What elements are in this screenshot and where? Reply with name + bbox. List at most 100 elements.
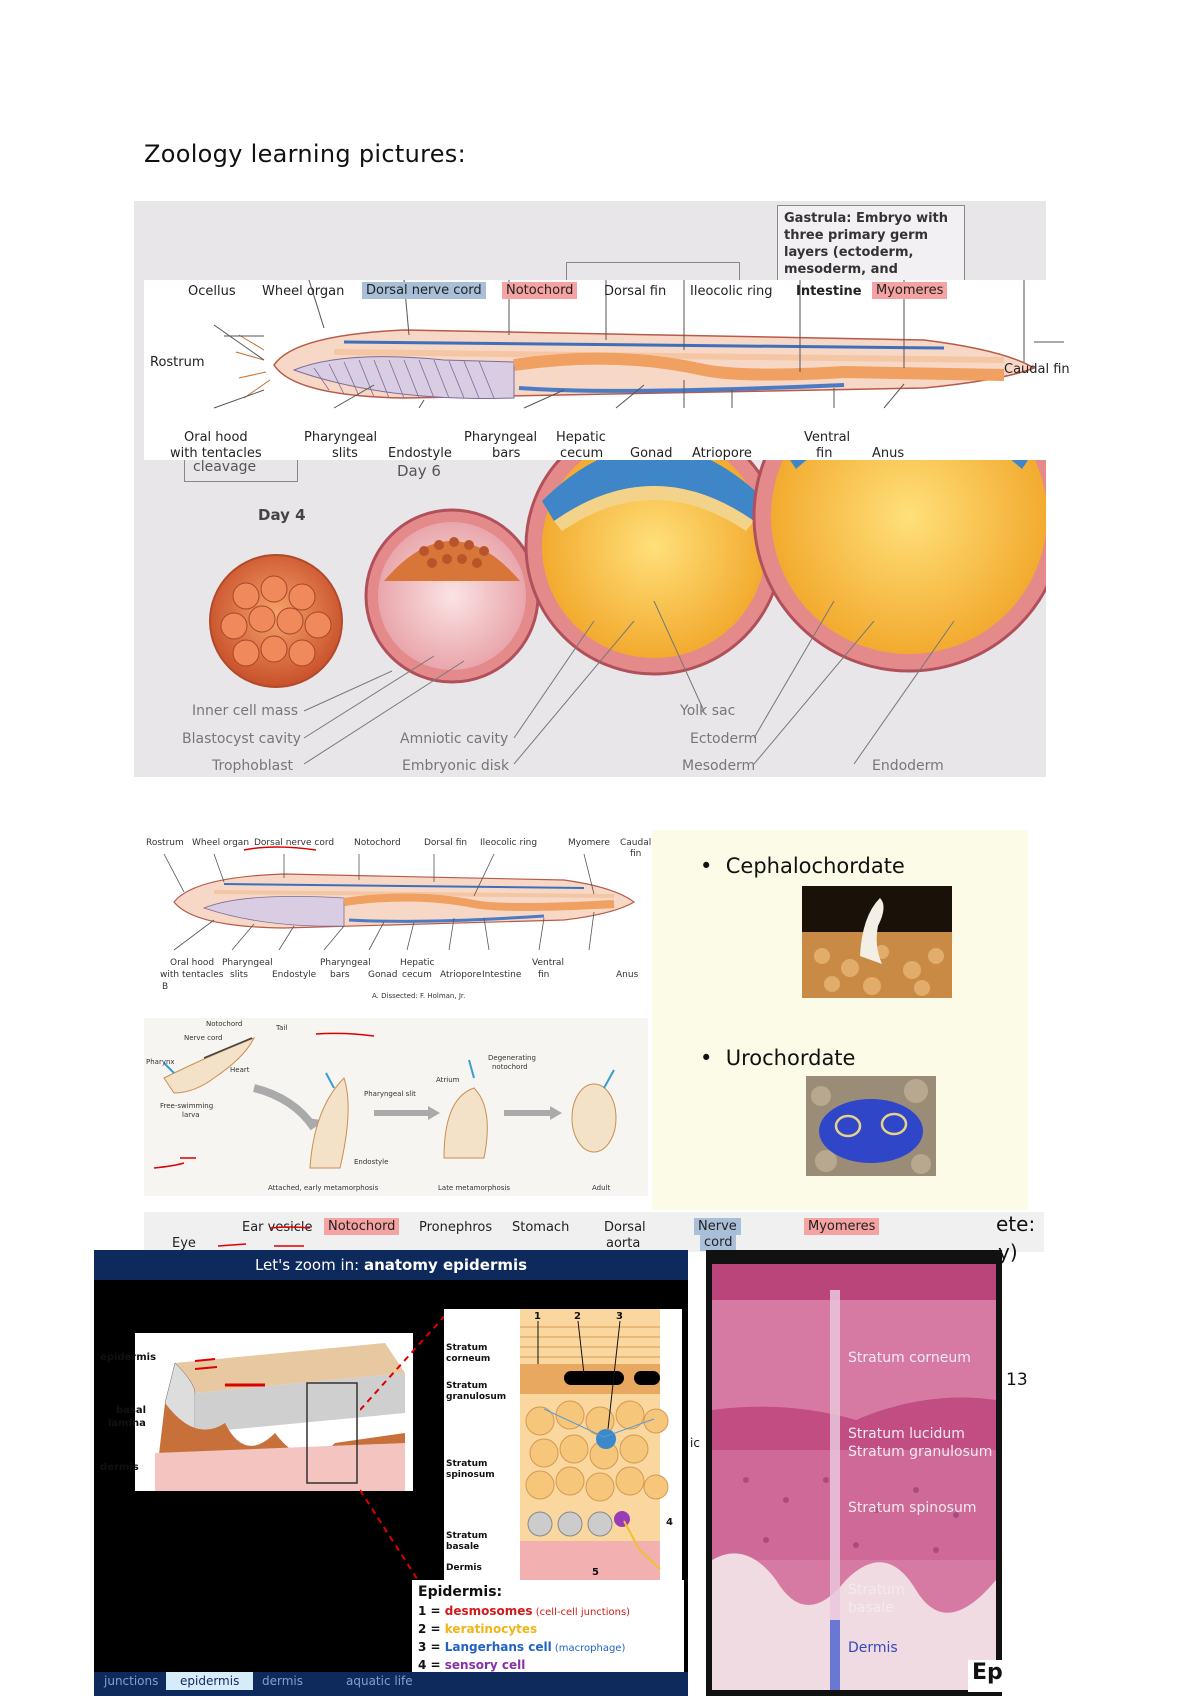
number-marker: 5: [592, 1567, 599, 1578]
tunicate-illustration: [153, 1032, 617, 1169]
strata-label: Stratum: [446, 1381, 488, 1391]
lancelet-diagram: Ocellus Wheel organ Dorsal nerve cord No…: [144, 280, 1074, 461]
urochordate-photo: [806, 1076, 936, 1176]
tunicate-label: Pharynx: [146, 1058, 175, 1066]
lancelet-label: Ocellus: [188, 284, 236, 299]
lancelet-label: Rostrum: [150, 355, 205, 370]
chordate-types-panel: • Cephalochordate • Urochordate: [652, 830, 1028, 1210]
embryo-row-label: Eye: [172, 1236, 196, 1251]
legend-num: 1 =: [418, 1604, 445, 1618]
text-fragment: 13: [1006, 1370, 1028, 1390]
legend-name: keratinocytes: [444, 1622, 538, 1636]
lancelet-label: Caudal fin: [1004, 362, 1070, 377]
strata-label: corneum: [446, 1354, 491, 1364]
embryo-label: Endoderm: [872, 758, 944, 774]
lancelet-label: Hepatic: [556, 430, 606, 445]
bullet-urochordate: • Urochordate: [700, 1046, 856, 1070]
callout-line: three primary germ: [784, 228, 929, 243]
legend-item: 3 = Langerhans cell (macrophage): [418, 1640, 625, 1654]
slide-label-lamina: lamina: [108, 1418, 146, 1429]
legend-item: 1 = desmosomes (cell-cell junctions): [418, 1604, 630, 1618]
lancelet2-label: Anus: [616, 970, 639, 980]
tab-aquatic-life[interactable]: aquatic life: [346, 1674, 413, 1688]
legend-item: 2 = keratinocytes: [418, 1622, 537, 1636]
bullet-cephalochordate: • Cephalochordate: [700, 854, 905, 878]
tab-epidermis[interactable]: epidermis: [166, 1672, 254, 1690]
embryo-label: Blastocyst cavity: [182, 731, 301, 747]
tunicate-label: Atrium: [436, 1076, 460, 1084]
lancelet-body: [213, 280, 1064, 409]
tunicate-label: Pharyngeal slit: [364, 1090, 416, 1098]
histology-label: Stratum lucidum: [848, 1426, 965, 1442]
embryo-label: Yolk sac: [680, 703, 736, 719]
tunicate-label: Degenerating: [488, 1054, 536, 1062]
number-marker: 4: [666, 1517, 673, 1528]
figure-letter: B: [162, 982, 169, 992]
cleavage-callout: cleavage: [184, 455, 298, 482]
tunicate-metamorphosis-diagram: Notochord Tail Nerve cord Pharynx Heart …: [144, 1018, 648, 1196]
zoom-lines: [360, 1310, 451, 1630]
lancelet2-label: Gonad: [368, 970, 398, 980]
day4-label: Day 4: [258, 506, 306, 524]
slide-title-prefix: Let's zoom in:: [254, 1256, 364, 1274]
lancelet-label-notochord: Notochord: [502, 282, 578, 299]
embryo-row-label-myomeres: Myomeres: [804, 1218, 880, 1235]
slide-label-dermis: dermis: [100, 1462, 139, 1473]
lancelet-label: Pharyngeal: [304, 430, 378, 445]
tunicate-label: Endostyle: [354, 1158, 389, 1166]
photo-credit: A. Dissected: F. Holman, Jr.: [372, 992, 466, 1000]
callout-line: mesoderm, and: [784, 262, 898, 277]
histology-label: Stratum corneum: [848, 1350, 971, 1366]
legend-num: 2 =: [418, 1622, 445, 1636]
lancelet2-label: Endostyle: [272, 970, 317, 980]
tab-dermis[interactable]: dermis: [262, 1674, 303, 1688]
tunicate-label: Tail: [276, 1024, 288, 1032]
strata-label: Stratum: [446, 1343, 488, 1353]
lancelet-label: Intestine: [796, 284, 862, 299]
number-marker: 1: [534, 1311, 541, 1322]
histology-image: [712, 1264, 996, 1690]
legend-name: Langerhans cell: [444, 1640, 552, 1654]
slide-title: Let's zoom in: anatomy epidermis: [94, 1250, 688, 1280]
text-fragment: ic: [690, 1436, 700, 1450]
lancelet2-label: Pharyngeal: [320, 958, 371, 968]
embryo-label: Trophoblast: [212, 758, 293, 774]
bullet-label: Cephalochordate: [725, 854, 905, 878]
histology-label: basale: [848, 1600, 894, 1616]
embryo-label: Ectoderm: [690, 731, 758, 747]
embryo-label: Inner cell mass: [192, 703, 299, 719]
lancelet2-label: fin: [630, 849, 642, 859]
lancelet-label: Endostyle: [388, 446, 452, 461]
lancelet-diagram-2: Rostrum Wheel organ Dorsal nerve cord No…: [144, 832, 652, 1006]
strata-label: spinosum: [446, 1470, 495, 1480]
lancelet2-label: Rostrum: [146, 838, 184, 848]
lancelet-label: cecum: [560, 446, 604, 461]
lancelet-label: Ileocolic ring: [690, 284, 773, 299]
page-heading: Zoology learning pictures:: [144, 140, 466, 168]
tab-junctions[interactable]: junctions: [104, 1674, 159, 1688]
lancelet2-label: fin: [538, 970, 550, 980]
lancelet2-label: Dorsal fin: [424, 838, 468, 848]
embryo-row-label: Dorsal: [604, 1220, 646, 1235]
legend-item: 4 = sensory cell: [418, 1658, 525, 1672]
lancelet-label: slits: [332, 446, 358, 461]
legend-name: sensory cell: [444, 1658, 526, 1672]
lancelet-label: Wheel organ: [262, 284, 345, 299]
lancelet2-label: Caudal: [620, 838, 652, 848]
gastrula-callout: Gastrula: Embryo with three primary germ…: [777, 205, 965, 287]
tunicate-label: Late metamorphosis: [438, 1184, 511, 1192]
histology-corner-label: Ep: [968, 1660, 1012, 1692]
tunicate-label: Free-swimming: [160, 1102, 214, 1110]
lancelet2-label: Ileocolic ring: [480, 838, 538, 848]
tunicate-label: Nerve cord: [184, 1034, 223, 1042]
text-fragment: y): [998, 1240, 1018, 1264]
embryo-row-label: aorta: [606, 1236, 641, 1251]
callout-line: Gastrula: Embryo with: [784, 211, 949, 226]
lancelet-body-2: [163, 846, 636, 951]
lancelet-photo: [802, 886, 952, 998]
tunicate-photo: [806, 1076, 936, 1176]
legend-note: (macrophage): [551, 1643, 626, 1654]
lancelet-label: Dorsal fin: [604, 284, 667, 299]
embryo-label: Amniotic cavity: [400, 731, 509, 747]
